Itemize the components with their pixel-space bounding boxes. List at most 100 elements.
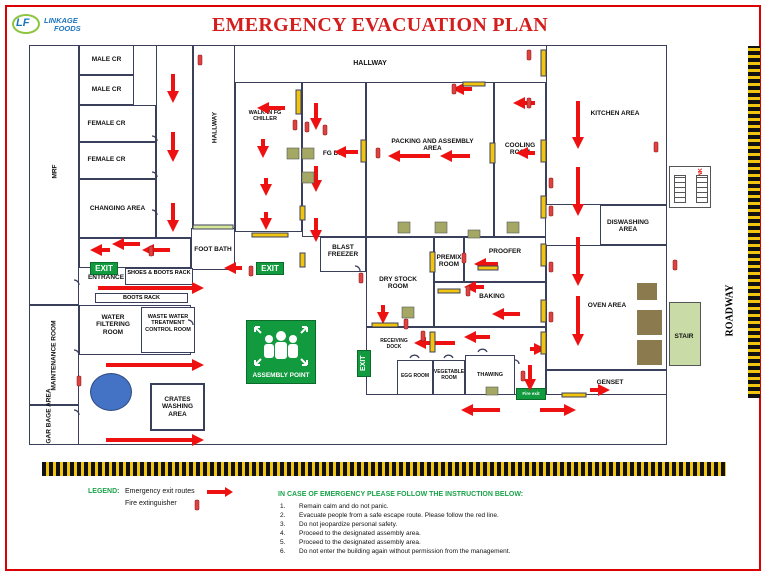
dishwashing-area xyxy=(600,205,667,245)
egg-room xyxy=(397,360,433,395)
changing-area-label: CHANGING AREA xyxy=(89,205,146,212)
exit-route-arrows xyxy=(90,74,610,446)
fire-extinguisher xyxy=(76,375,82,387)
door-swing xyxy=(151,171,158,178)
logo-initials: LF xyxy=(16,17,30,29)
oven-area-label: OVEN AREA xyxy=(587,302,627,309)
assembly-point-sign: ASSEMBLY POINT xyxy=(246,320,316,384)
instruction-item: 6.Do not enter the building again withou… xyxy=(280,548,510,555)
page-border xyxy=(5,5,761,571)
premix-room-label: PREMIX ROOM xyxy=(436,254,462,269)
fire-extinguisher xyxy=(548,177,554,189)
vegetable-room-label: VEGETABLE ROOM xyxy=(433,369,465,381)
door-swing xyxy=(73,349,80,356)
door xyxy=(540,299,547,323)
fire-extinguisher xyxy=(148,245,154,257)
page-title: EMERGENCY EVACUATION PLAN xyxy=(211,14,549,36)
instruction-text: Remain calm and do not panic. xyxy=(299,503,389,510)
fire-extinguisher xyxy=(197,54,203,66)
changing-area xyxy=(79,179,156,238)
vegetable-room xyxy=(433,360,465,395)
instruction-text: Do not jeopardize personal safety. xyxy=(299,521,398,528)
thawing-label: THAWING xyxy=(477,372,503,378)
door xyxy=(437,288,461,294)
fire-extinguisher xyxy=(548,261,554,273)
oven-unit-2 xyxy=(637,310,662,335)
instruction-text: Do not enter the building again without … xyxy=(299,548,511,555)
door xyxy=(429,251,436,273)
garbage-area xyxy=(29,405,79,445)
door-swing xyxy=(409,354,420,359)
fire-extinguisher xyxy=(194,499,200,511)
logo: LF LINKAGE FOODS xyxy=(12,14,102,36)
instruction-text: Evacuate people from a safe escape route… xyxy=(299,512,499,519)
bottom-road-stripe xyxy=(42,462,726,476)
baking-label: BAKING xyxy=(479,293,505,300)
door-swing xyxy=(151,135,158,142)
door xyxy=(540,331,547,355)
door-swings xyxy=(73,135,520,416)
male-cr-2 xyxy=(79,75,134,105)
door-swing xyxy=(514,359,520,365)
equipment xyxy=(434,221,448,234)
dry-stock-room-label: DRY STOCK ROOM xyxy=(379,276,417,291)
fire-extinguishers xyxy=(76,49,678,511)
door xyxy=(299,252,306,268)
fire-extinguisher xyxy=(520,370,526,382)
kitchen-area-label: KITCHEN AREA xyxy=(590,110,640,117)
fire-extinguisher xyxy=(403,318,409,330)
instruction-number: 4. xyxy=(280,530,286,537)
lpg-cylinders-2 xyxy=(696,175,708,203)
egg-room-label: EGG ROOM xyxy=(400,373,430,379)
equipment xyxy=(485,386,499,396)
mrf-room xyxy=(29,45,79,305)
instruction-number: 1. xyxy=(280,503,286,510)
assembly-point-label: ASSEMBLY POINT xyxy=(252,372,310,379)
genset-label: GENSET xyxy=(596,379,624,386)
door xyxy=(251,232,289,238)
legend-title: LEGEND: xyxy=(88,488,120,495)
logo-text-top: LINKAGE xyxy=(44,16,78,25)
waste-water-room xyxy=(141,307,195,353)
packing-assembly-area xyxy=(366,82,494,237)
foot-bath-label: FOOT BATH xyxy=(194,246,232,253)
door xyxy=(295,89,302,115)
entrance-label: ENTRANCE xyxy=(87,274,125,281)
instruction-text: Proceed to the designated assembly area. xyxy=(299,539,421,546)
roadway-stripe xyxy=(748,46,760,398)
legend-route-arrow xyxy=(207,487,233,497)
crates-washing-area-label: CRATES WASHING AREA xyxy=(161,396,194,418)
equipment xyxy=(286,147,300,160)
lpg-tank: LPG TANK xyxy=(669,166,711,208)
instruction-text: Proceed to the designated assembly area. xyxy=(299,530,421,537)
instruction-item: 3. Do not jeopardize personal safety. xyxy=(280,521,397,528)
stair-label: STAIR xyxy=(674,333,694,340)
hallway-top-label: HALLWAY xyxy=(353,60,387,67)
fire-extinguisher xyxy=(248,265,254,277)
instruction-number: 2. xyxy=(280,512,286,519)
assembly-people-icon xyxy=(254,326,308,366)
fire-extinguisher xyxy=(375,147,381,159)
water-tank xyxy=(90,373,132,411)
fire-extinguisher xyxy=(548,311,554,323)
fire-extinguisher xyxy=(672,259,678,271)
fire-extinguisher xyxy=(461,252,467,264)
door xyxy=(540,243,547,267)
water-filtering-room-label: WATER FILTERING ROOM xyxy=(96,314,130,336)
door xyxy=(561,392,587,398)
oven-unit-1 xyxy=(637,283,657,300)
door xyxy=(540,195,547,219)
instruction-number: 3. xyxy=(280,521,286,528)
door-swing xyxy=(354,265,361,272)
door xyxy=(299,205,306,221)
female-cr-2-label: FEMALE CR xyxy=(87,156,126,163)
door-swing xyxy=(443,354,454,359)
stair xyxy=(669,302,701,366)
equipment-markers xyxy=(286,147,520,396)
packing-assembly-label: PACKING AND ASSEMBLY AREA xyxy=(391,138,474,153)
door-swing xyxy=(73,279,80,286)
female-cr-1-label: FEMALE CR xyxy=(87,120,126,127)
legend-fire-extinguisher: Fire extinguisher xyxy=(125,500,177,507)
male-cr-2-label: MALE CR xyxy=(91,86,122,93)
